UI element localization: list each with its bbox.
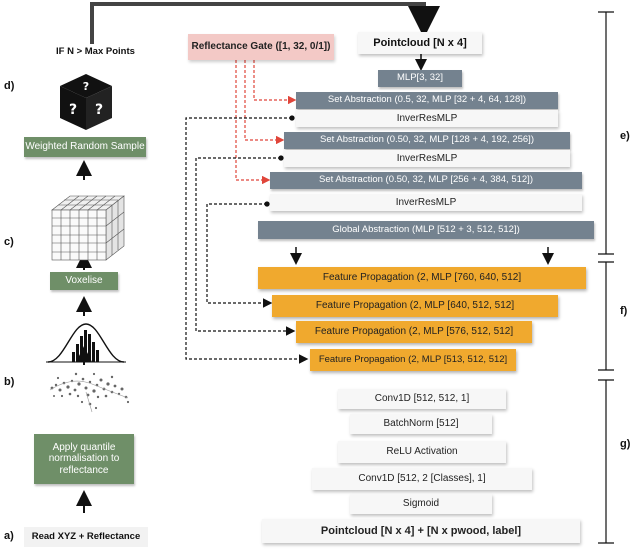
feature-propagation-4: Feature Propagation (2, MLP [513, 512, 5…	[310, 349, 516, 371]
feature-propagation-1: Feature Propagation (2, MLP [760, 640, 5…	[258, 267, 586, 289]
batchnorm: BatchNorm [512]	[350, 414, 492, 434]
set-abstraction-2: Set Abstraction (0.50, 32, MLP [128 + 4,…	[284, 132, 570, 149]
input-pointcloud: Pointcloud [N x 4]	[358, 32, 482, 54]
gate-arrow-3	[235, 60, 271, 185]
relu-activation: ReLU Activation	[338, 441, 506, 463]
pointcloud-icon	[49, 372, 130, 413]
panel-letter-f: f)	[620, 305, 628, 317]
quantile-normalisation-step: Apply quantile normalisation to reflecta…	[34, 434, 134, 484]
panel-letter-c: c)	[4, 236, 14, 248]
histogram-icon	[46, 323, 126, 363]
panel-letter-e: e)	[620, 130, 630, 142]
gate-arrow-1	[253, 60, 297, 105]
feature-propagation-3: Feature Propagation (2, MLP [576, 512, 5…	[296, 321, 532, 343]
gate-arrow-2	[244, 60, 285, 145]
set-abstraction-1: Set Abstraction (0.5, 32, MLP [32 + 4, 6…	[296, 92, 558, 109]
voxelise-step: Voxelise	[50, 272, 118, 290]
max-points-condition: IF N > Max Points	[56, 46, 135, 57]
bracket-e	[598, 11, 614, 255]
bracket-f	[598, 261, 614, 371]
panel-letter-a: a)	[4, 530, 14, 542]
feature-propagation-2: Feature Propagation (2, MLP [640, 512, 5…	[272, 295, 558, 317]
output-pointcloud: Pointcloud [N x 4] + [N x pwood, label]	[262, 519, 580, 543]
conv1d-1: Conv1D [512, 512, 1]	[338, 389, 506, 409]
voxel-grid-icon	[51, 195, 125, 261]
panel-letter-b: b)	[4, 376, 15, 388]
mlp-layer: MLP[3, 32]	[378, 70, 462, 87]
inverres-mlp-3: InverResMLP	[270, 194, 582, 211]
svg-text:?: ?	[83, 80, 89, 93]
weighted-random-sample: Weighted Random Sample	[24, 137, 146, 157]
set-abstraction-3: Set Abstraction (0.50, 32, MLP [256 + 4,…	[270, 172, 582, 189]
global-abstraction: Global Abstraction (MLP [512 + 3, 512, 5…	[258, 221, 594, 239]
dice-icon: ? ? ?	[60, 74, 112, 130]
svg-text:?: ?	[95, 102, 103, 118]
reflectance-gate: Reflectance Gate ([1, 32, 0/1])	[188, 34, 334, 60]
panel-letter-g: g)	[620, 438, 631, 450]
panel-letter-d: d)	[4, 80, 15, 92]
svg-text:?: ?	[69, 102, 77, 118]
conv1d-2: Conv1D [512, 2 [Classes], 1]	[312, 468, 532, 490]
sigmoid: Sigmoid	[350, 494, 492, 514]
bracket-g	[598, 379, 614, 544]
inverres-mlp-1: InverResMLP	[296, 110, 558, 127]
inverres-mlp-2: InverResMLP	[284, 150, 570, 167]
read-input-step: Read XYZ + Reflectance	[24, 527, 148, 547]
